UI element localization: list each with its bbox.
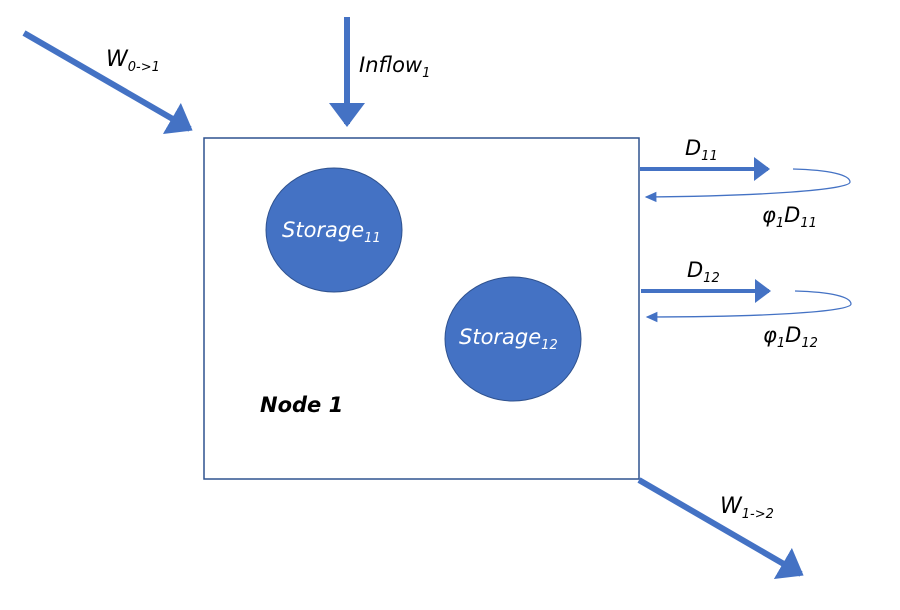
demand-12-label: D12 (687, 258, 720, 286)
demand-11-label: D11 (685, 136, 718, 164)
downstream-transfer-arrow (637, 477, 804, 580)
storage-12-circle (444, 276, 582, 402)
upstream-transfer-arrow (22, 30, 193, 135)
upstream-transfer-label: W0->1 (106, 47, 160, 75)
demand-12-return-arrow (645, 290, 852, 323)
storage-12-label: Storage12 (459, 325, 558, 353)
storage-11-label: Storage11 (282, 218, 381, 246)
node-box (203, 137, 640, 480)
demand-12-return-label: φ1D12 (763, 323, 818, 351)
downstream-transfer-label: W1->2 (720, 494, 774, 522)
node-label: Node 1 (260, 393, 343, 417)
storage-11-circle (265, 167, 403, 293)
demand-11-return-arrow (644, 168, 851, 203)
demand-11-return-label: φ1D11 (762, 203, 817, 231)
inflow-label: Inflow1 (359, 53, 430, 81)
